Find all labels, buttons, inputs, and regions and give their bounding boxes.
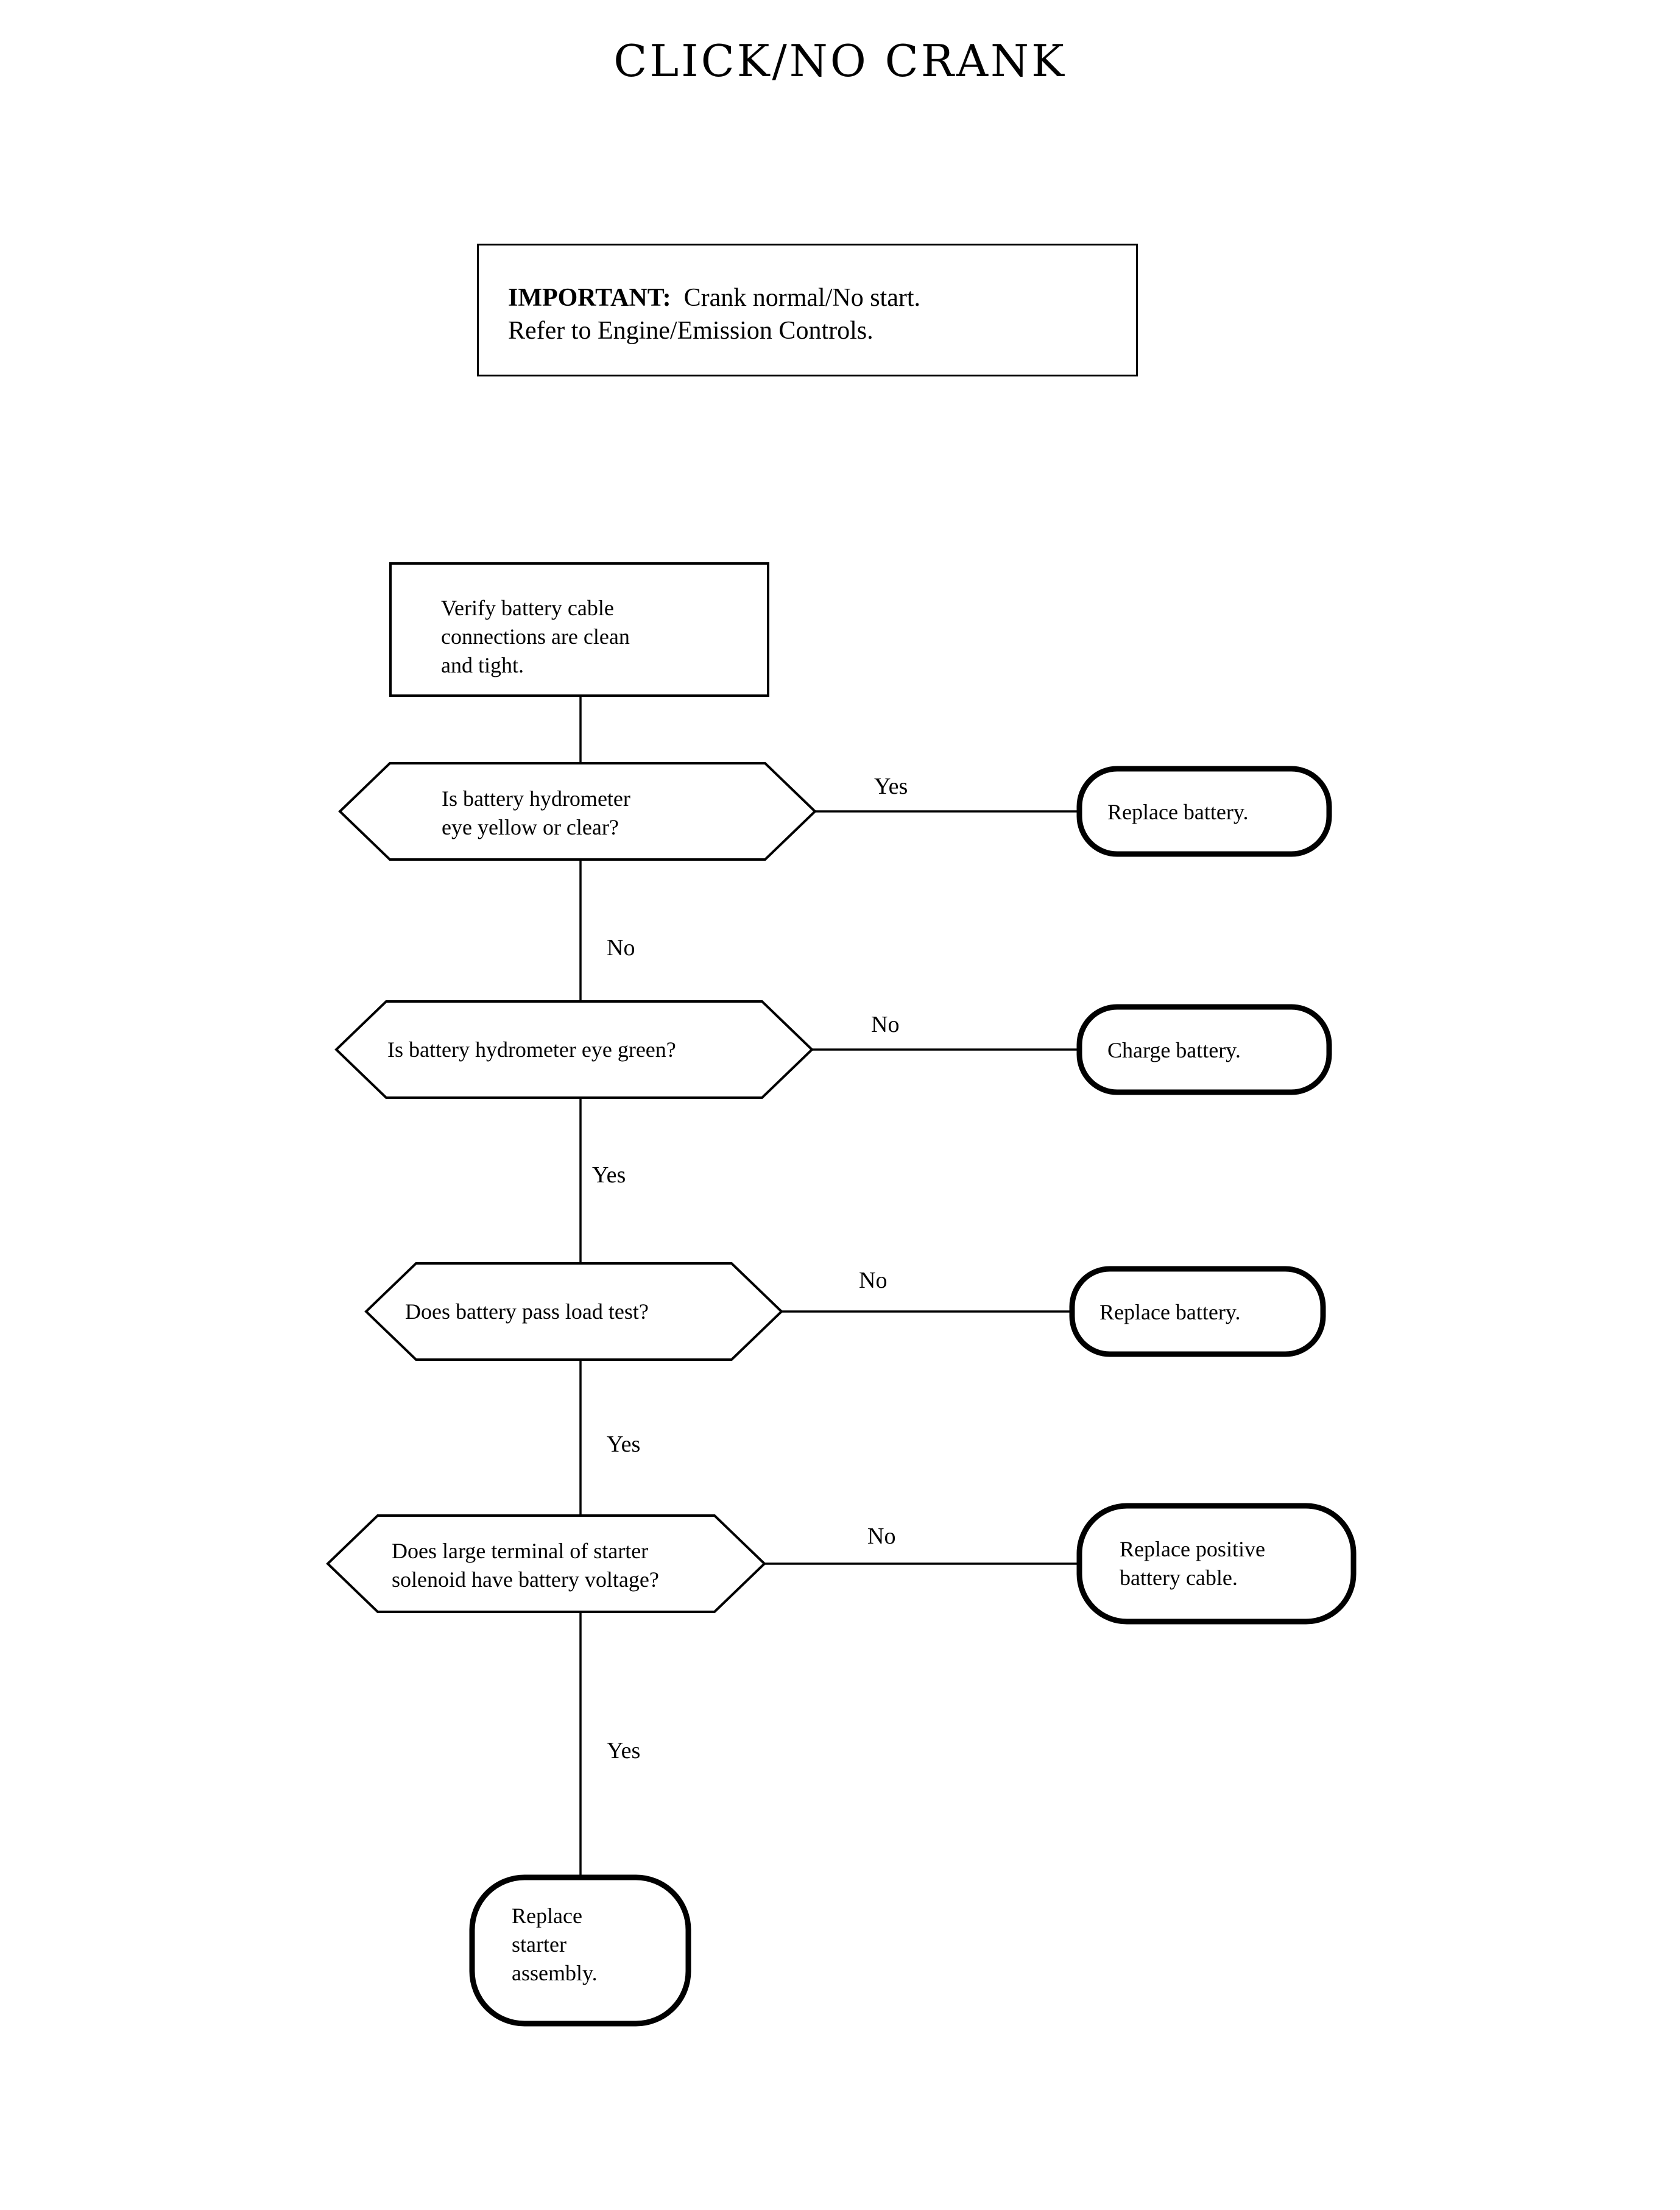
edge-label-d4-yes: Yes — [607, 1738, 641, 1763]
terminal-node-4-label: Replace positive battery cable. — [1120, 1537, 1265, 1590]
important-callout-text: IMPORTANT: Crank normal/No start. Refer … — [508, 282, 1123, 348]
edge-label-d1-no: No — [607, 935, 635, 961]
edge-label-d4-no: No — [867, 1523, 896, 1549]
important-callout-box: IMPORTANT: Crank normal/No start. Refer … — [477, 244, 1138, 376]
terminal-node-2-label: Charge battery. — [1107, 1038, 1241, 1062]
page-title: CLICK/NO CRANK — [613, 35, 1067, 86]
decision-node-2-label: Is battery hydrometer eye green? — [387, 1037, 676, 1062]
decision-node-3-label: Does battery pass load test? — [405, 1299, 649, 1324]
important-line-2: Refer to Engine/Emission Controls. — [508, 316, 874, 345]
terminal-node-1-label: Replace battery. — [1107, 800, 1249, 824]
edge-label-d3-no: No — [859, 1268, 888, 1293]
edge-label-d2-yes: Yes — [592, 1162, 626, 1188]
important-line-1: Crank normal/No start. — [683, 284, 921, 312]
important-label: IMPORTANT: — [508, 284, 671, 312]
terminal-node-3-label: Replace battery. — [1099, 1300, 1241, 1324]
edge-label-d3-yes: Yes — [607, 1432, 641, 1457]
connector-lines — [579, 696, 1079, 1877]
process-node-1-label: Verify battery cable connections are cle… — [441, 596, 630, 677]
edge-label-d1-yes: Yes — [874, 774, 908, 799]
decision-node-4-label: Does large terminal of starter solenoid … — [392, 1539, 659, 1592]
edge-label-d2-no: No — [871, 1012, 900, 1037]
decision-node-1-label: Is battery hydrometer eye yellow or clea… — [442, 786, 630, 839]
terminal-node-5-label: Replace starter assembly. — [512, 1904, 598, 1985]
